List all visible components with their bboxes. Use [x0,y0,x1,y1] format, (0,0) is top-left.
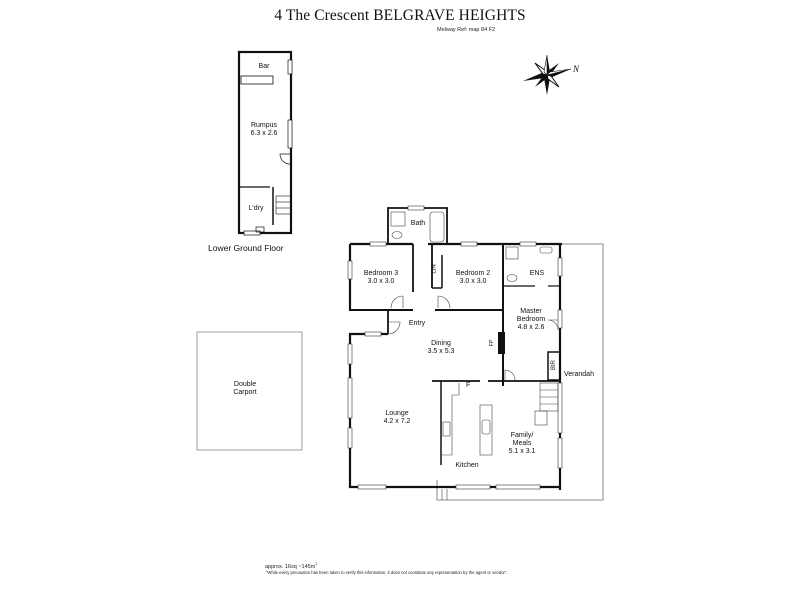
room-dining-dimensions: 3.5 x 5.3 [427,348,455,355]
doors [387,295,559,381]
room-bedroom3-dimensions: 3.0 x 3.0 [367,278,395,285]
fixtures [390,211,559,500]
carport-label-line1: Double [233,381,257,388]
room-kitchen-label: Kitchen [455,462,479,469]
room-lounge-label: Lounge [385,410,409,417]
room-bedroom2-dimensions: 3.0 x 3.0 [459,278,487,285]
room-family-label-line1: Family/ [510,432,534,439]
robe-label: BIR [551,359,558,371]
room-bar-label: Bar [258,63,270,70]
page-title: 4 The Crescent BELGRAVE HEIGHTS [274,7,526,24]
north-label: N [573,64,580,74]
disclaimer-text: "While every precaution has been taken t… [266,570,508,575]
room-ensuite-label: ENS [529,270,545,277]
lower-ground-floor-label: Lower Ground Floor [208,243,284,253]
room-master-label-line1: Master [520,308,542,315]
compass-rose-icon [523,54,572,95]
room-entry-label: Entry [408,320,426,327]
verandah-label: Verandah [564,371,594,378]
lower-ground-floor-plan [237,50,293,236]
room-family-label-line2: Meals [512,440,532,447]
room-bedroom2-label: Bedroom 2 [455,270,491,277]
verandah-outline [436,243,604,501]
carport-outline [196,331,303,451]
room-master-label-line2: Bedroom [516,316,546,323]
room-lounge-dimensions: 4.2 x 7.2 [383,418,411,425]
linen-cupboard-label: LIN [431,264,438,274]
carport-label-line2: Carport [233,389,257,396]
room-master-dimensions: 4.8 x 2.6 [517,324,545,331]
room-family-dimensions: 5.1 x 3.1 [508,448,536,455]
room-rumpus-label: Rumpus [250,122,278,129]
melway-reference: Melway Ref: map 84 F2 [437,27,496,33]
room-bath-label: Bath [410,220,426,227]
windows [347,205,563,490]
room-bedroom3-label: Bedroom 3 [363,270,399,277]
room-rumpus-dimensions: 6.3 x 2.6 [250,130,278,137]
room-laundry-label: L'dry [248,205,264,212]
fireplace-label: FP [489,339,496,347]
room-dining-label: Dining [431,340,451,347]
fridge-label: F [466,382,471,389]
floor-area: approx. 16sq ~145m2 [265,562,318,570]
